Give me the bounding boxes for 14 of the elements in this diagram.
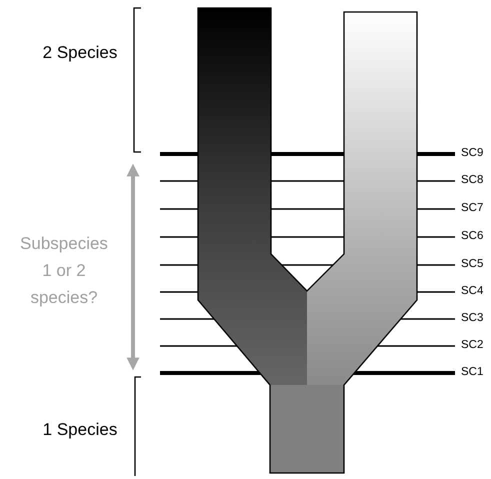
range-label: 1 or 2 xyxy=(42,262,86,278)
range-label: species? xyxy=(30,288,98,306)
range-label: Subspecies xyxy=(20,234,108,252)
range-label: 1 Species xyxy=(42,420,118,438)
level-label: SC6 xyxy=(461,231,484,243)
level-label: SC3 xyxy=(461,313,484,325)
level-label: SC4 xyxy=(461,286,484,298)
level-label: SC2 xyxy=(461,340,484,352)
level-label: SC5 xyxy=(461,259,484,271)
range-label: 2 Species xyxy=(42,44,118,60)
level-label: SC9 xyxy=(461,148,484,160)
level-label: SC8 xyxy=(461,175,484,187)
level-label: SC1 xyxy=(461,367,484,379)
level-label: SC7 xyxy=(461,203,484,215)
